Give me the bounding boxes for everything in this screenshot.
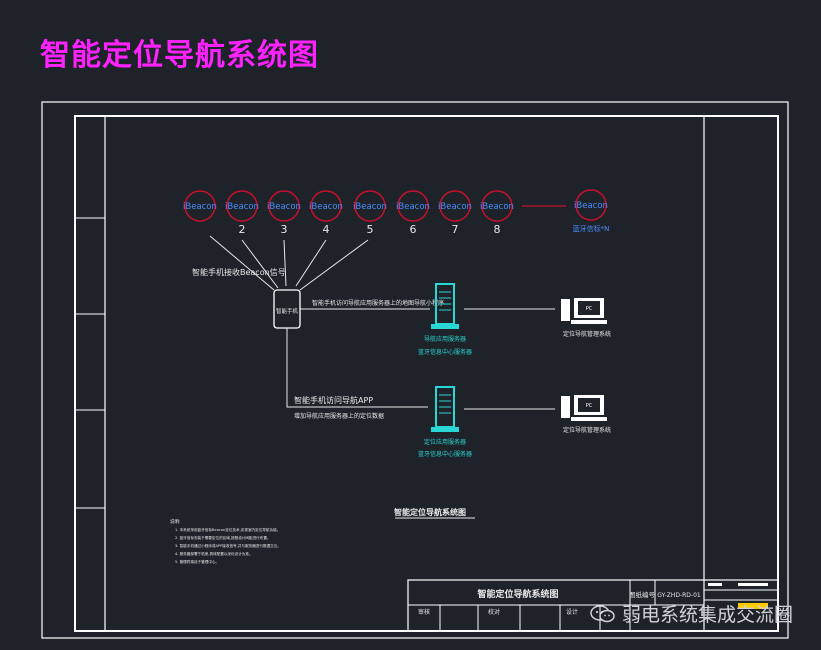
notes-line: 1. 本系统采用蓝牙信标Beacon定位技术,实现室内定位导航功能。: [175, 527, 280, 532]
beacon-number: 4: [323, 223, 330, 236]
title-block-drawing-no-label: 图纸编号: [629, 590, 656, 599]
watermark: 弱电系统集成交流圈: [590, 600, 793, 627]
notes-line: 5. 管理终端设于管理中心。: [175, 559, 219, 564]
link-bottom-caption-2: 增加导航应用服务器上的定位数据: [294, 412, 384, 420]
notes-heading: 说明:: [170, 518, 181, 525]
beacon-label: iBeacon: [267, 202, 301, 212]
beacon-8: iBeacon 8: [480, 190, 514, 236]
pc-bottom: PC 定位导航管理系统: [561, 395, 611, 434]
server-base: [431, 427, 459, 432]
beacon-1: iBeacon: [183, 190, 217, 222]
title-block-highlight: [738, 603, 768, 609]
pc-screen-label: PC: [586, 403, 593, 409]
beacon-number: 2: [239, 223, 246, 236]
pc-tower: [561, 299, 570, 321]
beacon-label: iBeacon: [396, 202, 430, 212]
beacon-3: iBeacon 3: [267, 190, 301, 236]
pc-screen: [578, 398, 600, 412]
phone-label: 智能手机: [276, 307, 299, 315]
phone-receive-caption: 智能手机接收Beacon信号: [192, 267, 286, 277]
beacon-label: iBeacon: [480, 202, 514, 212]
notes-block: 说明: 1. 本系统采用蓝牙信标Beacon定位技术,实现室内定位导航功能。 2…: [170, 518, 281, 564]
pc-top-caption: 定位导航管理系统: [563, 330, 611, 338]
beacon-row: iBeacon iBeacon 2 iBeacon 3 iBeacon 4 iBeac…: [183, 189, 610, 236]
server-bottom-caption-1: 定位应用服务器: [424, 438, 466, 446]
title-block: 智能定位导航系统图 图纸编号 GY-ZHD-RD-01 审核 校对 设计: [407, 579, 779, 632]
server-bottom-caption-2: 蓝牙信息中心服务器: [418, 450, 472, 458]
outer-frame: [41, 101, 789, 639]
signal-line: [209, 235, 275, 291]
beacon-label: iBeacon: [438, 202, 472, 212]
beacon-label: iBeacon: [183, 202, 217, 212]
signal-line: [299, 239, 369, 291]
signal-line: [241, 239, 279, 289]
beacon-number: 8: [494, 223, 501, 236]
beacon-label: iBeacon: [353, 202, 387, 212]
server-bottom: 定位应用服务器 蓝牙信息中心服务器: [418, 386, 472, 458]
beacon-number: 3: [281, 223, 288, 236]
beacon-label: iBeacon: [225, 202, 259, 212]
beacon-5: iBeacon 5: [353, 190, 387, 236]
beacon-label: iBeacon: [309, 202, 343, 212]
link-top-caption: 智能手机访问导航应用服务器上的地图导航小程序: [312, 299, 444, 307]
beacon-circle: [226, 190, 258, 222]
beacon-circle: [575, 189, 607, 221]
beacon-n: iBeacon 蓝牙信标*N: [573, 189, 610, 233]
beacon-number: 7: [452, 223, 459, 236]
signal-lines: [209, 235, 369, 291]
wechat-icon: [590, 604, 615, 622]
smartphone: 智能手机: [273, 289, 301, 329]
pc-keyboard: [571, 417, 607, 421]
title-block-drawing-no: GY-ZHD-RD-01: [657, 592, 701, 599]
drawing-caption: 智能定位导航系统图: [394, 507, 466, 517]
beacon-circle: [268, 190, 300, 222]
beacon-circle: [184, 190, 216, 222]
title-block-row-label: 设计: [566, 608, 578, 616]
server-top-caption-2: 蓝牙信息中心服务器: [418, 348, 472, 356]
beacon-2: iBeacon 2: [225, 190, 259, 236]
pc-top: PC 定位导航管理系统: [561, 298, 611, 338]
page-title: 智能定位导航系统图: [40, 38, 319, 73]
beacon-7: iBeacon 7: [438, 190, 472, 236]
beacon-number: 6: [410, 223, 417, 236]
pc-bottom-caption: 定位导航管理系统: [563, 426, 611, 434]
title-block-row-label: 审核: [418, 608, 430, 616]
pc-screen-label: PC: [586, 306, 593, 312]
beacon-6: iBeacon 6: [396, 190, 430, 236]
server-top: 导航应用服务器 蓝牙信息中心服务器: [418, 283, 472, 356]
pc-keyboard: [571, 320, 607, 324]
link-bottom-caption-1: 智能手机访问导航APP: [294, 395, 373, 405]
beacon-circle: [397, 190, 429, 222]
pc-tower: [561, 396, 570, 418]
notes-line: 3. 智能手机通过小程序或APP接收信号,并与服务器进行数据交互。: [175, 543, 281, 548]
title-block-drawing-name: 智能定位导航系统图: [477, 588, 558, 600]
beacon-circle: [481, 190, 513, 222]
beacon-circle: [439, 190, 471, 222]
beacon-circle: [354, 190, 386, 222]
signal-line: [283, 239, 287, 287]
beacon-4: iBeacon 4: [309, 190, 343, 236]
title-block-row-label: 校对: [488, 608, 500, 616]
pc-screen: [578, 301, 600, 315]
beacon-label: iBeacon: [574, 201, 608, 211]
phone-to-server-bottom-line: [286, 328, 428, 408]
beacon-number: 5: [367, 223, 374, 236]
title-block-bar: [708, 583, 722, 586]
beacon-n-caption: 蓝牙信标*N: [573, 224, 610, 233]
notes-line: 2. 蓝牙信标安装于需要定位的区域,按照设计间距进行布置。: [175, 535, 271, 540]
server-top-caption-1: 导航应用服务器: [424, 335, 466, 343]
server-base: [431, 324, 459, 329]
beacon-circle: [310, 190, 342, 222]
watermark-text: 弱电系统集成交流圈: [622, 604, 794, 626]
notes-line: 4. 服务器部署于机房,具体配置以深化设计为准。: [175, 551, 253, 556]
signal-line: [295, 239, 327, 287]
title-block-bar: [738, 583, 768, 586]
